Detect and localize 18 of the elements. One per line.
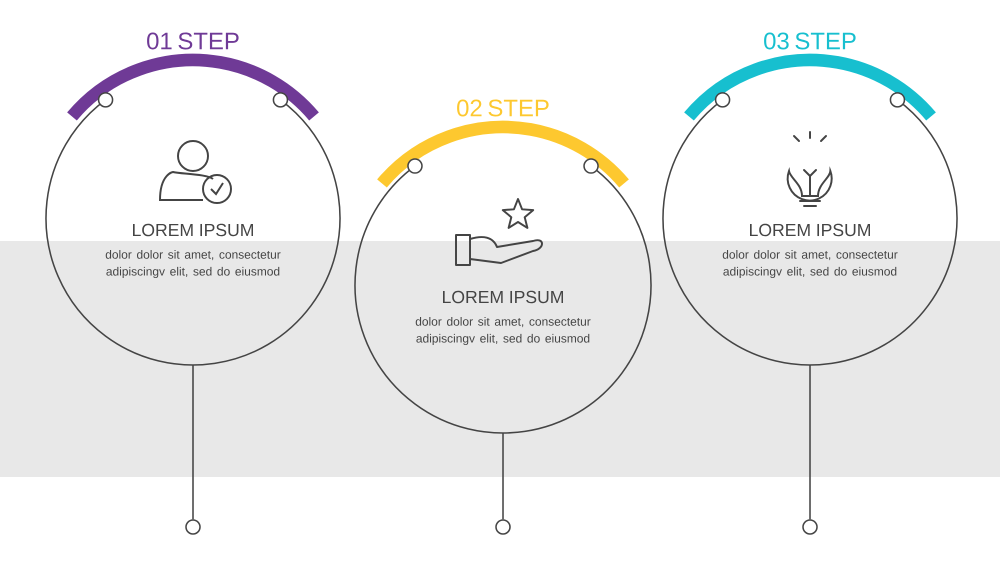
step-heading: 03 STEP [764, 32, 856, 50]
step-circle [45, 54, 341, 366]
description: dolor dolor sit amet, consectetur adipiscingv elit, sed do eiusmod [106, 250, 281, 278]
connector-line [809, 365, 811, 520]
end-circle [802, 519, 818, 535]
step-circle [354, 120, 652, 434]
step-heading: 01 STEP [147, 32, 239, 50]
heading: LOREM IPSUM [133, 224, 253, 236]
end-circle [495, 519, 511, 535]
connector-line [192, 365, 194, 520]
end-circle [185, 519, 201, 535]
connector-line [502, 433, 504, 520]
step-heading: 02 STEP [457, 100, 549, 116]
heading: LOREM IPSUM [443, 290, 563, 304]
description: dolor dolor sit amet, consectetur adipiscingv elit, sed do eiusmod [416, 317, 591, 345]
description: dolor dolor sit amet, consectetur adipiscingv elit, sed do eiusmod [722, 250, 898, 278]
heading: LOREM IPSUM [750, 224, 870, 236]
step-circle [662, 54, 958, 366]
